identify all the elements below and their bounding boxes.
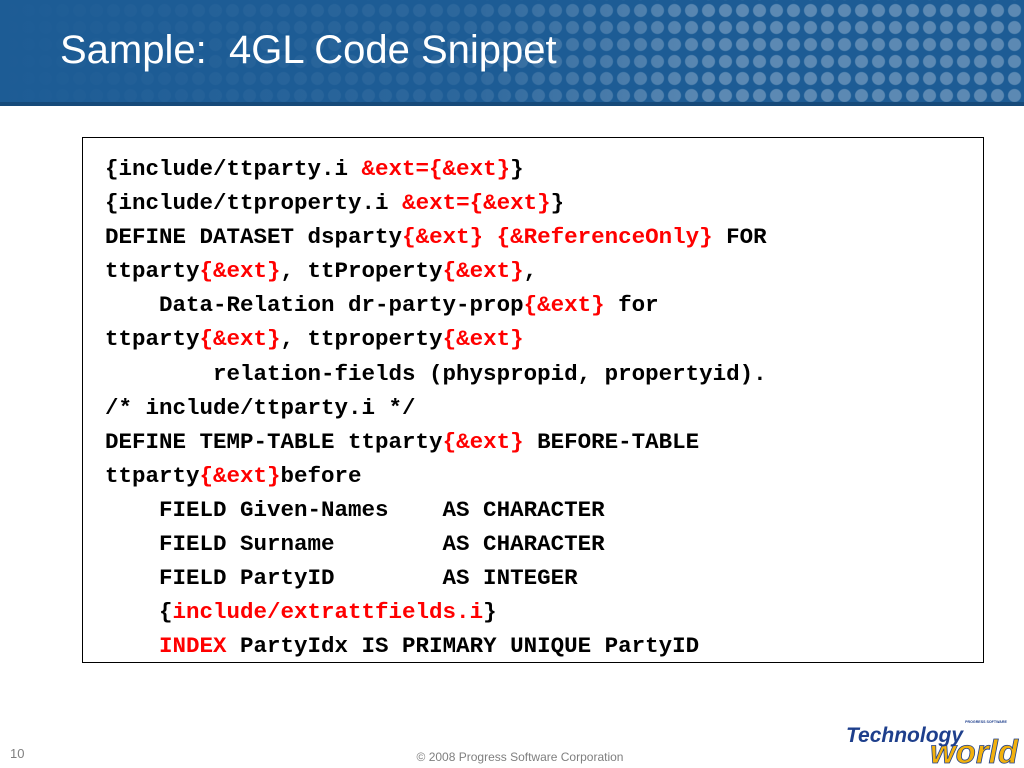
code-text: } — [550, 190, 565, 217]
code-highlight: {&ext} — [523, 292, 605, 319]
code-text: , ttproperty — [280, 326, 443, 353]
code-snippet-box: {include/ttparty.i &ext={&ext}}{include/… — [82, 137, 984, 663]
logo-tagline-text: PROGRESS SOFTWARE — [965, 720, 1007, 724]
code-text: ttparty — [105, 258, 200, 285]
code-highlight: {&ext} {&ReferenceOnly} — [402, 224, 713, 251]
code-line: Data-Relation dr-party-prop{&ext} for — [105, 288, 767, 322]
code-line: FIELD PartyID AS INTEGER — [105, 561, 767, 595]
technology-world-logo: world Technology PROGRESS SOFTWARE — [846, 720, 1019, 766]
code-text: before — [280, 462, 362, 489]
code-highlight: {&ext} — [442, 258, 524, 285]
code-text: ttparty — [105, 326, 200, 353]
code-line: ttparty{&ext}, ttProperty{&ext}, — [105, 254, 767, 288]
logo-technology-text: Technology — [846, 724, 964, 747]
code-highlight: {&ext} — [442, 428, 524, 455]
code-text: BEFORE-TABLE — [523, 428, 700, 455]
code-line: DEFINE TEMP-TABLE ttparty{&ext} BEFORE-T… — [105, 425, 767, 459]
code-highlight: include/extrattfields.i — [172, 599, 484, 626]
title-bar — [0, 0, 1024, 106]
code-text: ttparty — [105, 462, 200, 489]
code-highlight: {&ext} — [442, 326, 524, 353]
code-line: FIELD Surname AS CHARACTER — [105, 527, 767, 561]
code-text: { — [105, 599, 173, 626]
title-bar-shadow — [0, 102, 1024, 106]
code-line: ttparty{&ext}before — [105, 459, 767, 493]
code-highlight: INDEX — [159, 633, 227, 660]
copyright-footer: © 2008 Progress Software Corporation — [416, 750, 624, 764]
code-text — [105, 633, 159, 659]
code-text: FIELD Surname AS CHARACTER — [105, 531, 605, 558]
code-highlight: {&ext} — [199, 462, 281, 489]
code-snippet: {include/ttparty.i &ext={&ext}}{include/… — [105, 152, 767, 663]
code-text: FOR — [712, 224, 767, 251]
code-text: {include/ttparty.i — [105, 156, 362, 182]
code-text: FIELD Given-Names AS CHARACTER — [105, 496, 605, 523]
code-line: {include/ttproperty.i &ext={&ext}} — [105, 186, 767, 220]
code-line: DEFINE DATASET dsparty{&ext} {&Reference… — [105, 220, 767, 254]
code-text: relation-fields (physpropid, propertyid)… — [105, 360, 767, 387]
code-text: } — [483, 599, 497, 626]
code-line: {include/extrattfields.i} — [105, 595, 767, 629]
code-highlight: {&ext} — [199, 326, 281, 353]
code-text: /* include/ttparty.i */ — [105, 394, 416, 421]
code-line: relation-fields (physpropid, propertyid)… — [105, 357, 767, 391]
code-text: PartyIdx IS PRIMARY UNIQUE PartyID — [226, 633, 700, 660]
code-line: ttparty{&ext}, ttproperty{&ext} — [105, 322, 767, 356]
code-text: , ttProperty — [280, 258, 443, 285]
code-text: {include/ttproperty.i — [105, 190, 403, 217]
code-highlight: {&ext} — [199, 258, 281, 285]
code-text: DEFINE TEMP-TABLE ttparty — [105, 428, 443, 455]
code-text: } — [510, 156, 524, 182]
code-text: FIELD PartyID AS INTEGER — [105, 565, 578, 592]
code-line: /* include/ttparty.i */ — [105, 391, 767, 425]
code-text: , — [523, 258, 538, 285]
code-line: FIELD Given-Names AS CHARACTER — [105, 493, 767, 527]
slide-number: 10 — [10, 746, 25, 761]
code-text: DEFINE DATASET dsparty — [105, 224, 403, 251]
slide-title: Sample: 4GL Code Snippet — [60, 28, 557, 72]
code-text: for — [604, 292, 659, 319]
code-line: INDEX PartyIdx IS PRIMARY UNIQUE PartyID — [105, 629, 767, 663]
code-line: {include/ttparty.i &ext={&ext}} — [105, 152, 767, 186]
code-highlight: &ext={&ext} — [402, 190, 551, 217]
code-highlight: &ext={&ext} — [361, 156, 511, 182]
logo-world-text: world — [930, 733, 1019, 766]
code-text: Data-Relation dr-party-prop — [105, 292, 524, 319]
